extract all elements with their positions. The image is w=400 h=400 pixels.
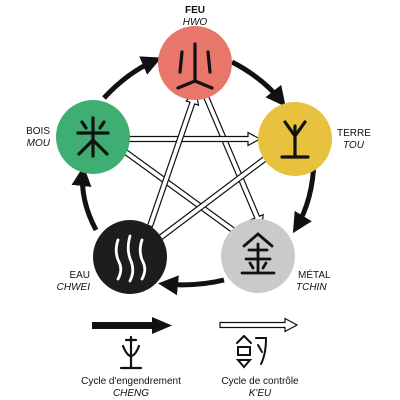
fire-glyph-icon <box>176 42 214 90</box>
control-seal-icon <box>235 335 268 369</box>
water-glyph-icon <box>114 234 147 283</box>
arrow-fire-to-earth <box>230 59 286 107</box>
water-name: EAU <box>69 270 90 281</box>
wood-name: BOIS <box>26 126 50 137</box>
legend-control: Cycle de contrôle K'EU <box>219 317 299 399</box>
element-fire <box>158 26 232 100</box>
element-water <box>93 220 167 294</box>
earth-transliteration: TOU <box>343 140 365 151</box>
water-transliteration: CHWEI <box>57 282 91 293</box>
metal-glyph-icon <box>240 232 276 275</box>
fire-name: FEU <box>185 5 205 16</box>
element-earth <box>258 102 332 176</box>
arrow-metal-to-water <box>158 275 225 296</box>
legend-generation-subtitle: CHENG <box>113 388 149 399</box>
arrow-wood-to-earth <box>123 131 262 147</box>
element-metal <box>221 219 295 293</box>
legend-generation-title: Cycle d'engendrement <box>81 376 181 387</box>
legend-control-subtitle: K'EU <box>249 388 272 399</box>
legend-control-arrow <box>219 317 299 333</box>
arrow-water-to-wood <box>71 166 99 232</box>
fire-transliteration: HWO <box>183 17 208 28</box>
legend-generation-arrow <box>92 317 172 334</box>
element-wood <box>56 100 130 174</box>
arrow-water-to-fire <box>146 90 200 228</box>
metal-transliteration: TCHIN <box>296 282 327 293</box>
legend-control-title: Cycle de contrôle <box>221 376 299 387</box>
generation-seal-icon <box>119 335 143 370</box>
arrow-wood-to-fire <box>102 56 162 100</box>
earth-name: TERRE <box>337 128 371 139</box>
metal-name: MÉTAL <box>298 268 331 281</box>
earth-glyph-icon <box>280 120 310 159</box>
legend-generation: Cycle d'engendrement CHENG <box>81 317 181 399</box>
wood-glyph-icon <box>76 116 110 158</box>
wood-transliteration: MOU <box>27 138 51 149</box>
